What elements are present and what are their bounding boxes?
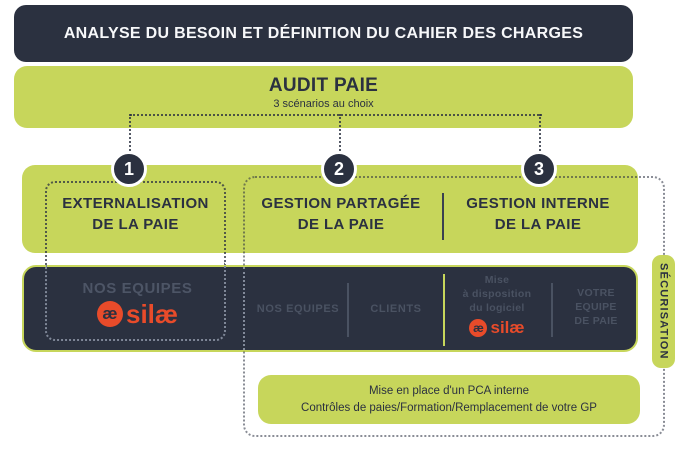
scenario2-col2-label: CLIENTS (370, 303, 422, 315)
scenario1-label-line2: DE LA PAIE (92, 216, 179, 233)
silae-logo-small: æ silæ (445, 319, 549, 337)
scenario3-provision-label: Mise à disposition du logiciel (445, 273, 549, 315)
scenario2-label-line2: DE LA PAIE (297, 216, 385, 233)
silae-ae-monogram-icon-small: æ (469, 319, 488, 337)
scenario3-number-badge: 3 (521, 151, 557, 187)
connector-horizontal-line (130, 114, 542, 116)
scenario1-team-label: NOS EQUIPES (82, 280, 193, 297)
audit-subtitle: 3 scénarios au choix (273, 98, 374, 110)
scenario2-col1-label: NOS EQUIPES (256, 303, 340, 315)
scenario1-number: 1 (123, 158, 134, 179)
provision-line1: Mise (484, 274, 510, 286)
silae-logo-text: silæ (125, 299, 179, 329)
scenario1-label-line1: EXTERNALISATION (62, 195, 209, 212)
scenario2-number-badge: 2 (321, 151, 357, 187)
scenario3-label-line2: DE LA PAIE (494, 216, 582, 233)
connector-drop-1 (129, 114, 131, 154)
footer-box: Mise en place d'un PCA interne Contrôles… (258, 375, 640, 424)
scenario2-number: 2 (333, 158, 344, 179)
header-bar: ANALYSE DU BESOIN ET DÉFINITION DU CAHIE… (14, 5, 633, 62)
audit-title: AUDIT PAIE (268, 75, 379, 96)
scenario1-dotted-frame-bottom (45, 265, 226, 341)
page-title: ANALYSE DU BESOIN ET DÉFINITION DU CAHIE… (63, 25, 584, 42)
footer-line1: Mise en place d'un PCA interne (368, 385, 530, 397)
connector-drop-2 (339, 114, 341, 154)
team-line1: VOTRE (577, 287, 615, 299)
silae-logo-large: æ silæ (47, 301, 228, 327)
scenario2-3-divider (442, 193, 444, 240)
silae-ae-monogram-icon: æ (96, 301, 123, 327)
provision-line2: à disposition (462, 288, 532, 300)
securisation-tab: SÉCURISATION (652, 255, 675, 368)
audit-bar: AUDIT PAIE 3 scénarios au choix (14, 66, 633, 128)
scenario2-3-actors-divider (443, 274, 445, 346)
scenario1-label: EXTERNALISATION DE LA PAIE (45, 193, 226, 235)
scenario3-column-divider (551, 283, 553, 337)
scenario3-label-line1: GESTION INTERNE (466, 195, 610, 212)
footer-line2: Contrôles de paies/Formation/Remplacemen… (301, 402, 597, 414)
connector-drop-3 (539, 114, 541, 154)
actors-box: NOS EQUIPES æ silæ NOS EQUIPES CLIENTS M… (22, 265, 638, 352)
silae-logo-text-small: silæ (490, 318, 525, 337)
scenario2-column-divider (347, 283, 349, 337)
scenario3-team-label: VOTRE EQUIPE DE PAIE (553, 286, 639, 328)
scenario3-label: GESTION INTERNE DE LA PAIE (448, 193, 628, 235)
scenario2-label-line1: GESTION PARTAGÉE (261, 195, 421, 212)
provision-line3: du logiciel (469, 302, 525, 314)
scenario1-number-badge: 1 (111, 151, 147, 187)
scenario23-frame-overlay-left (243, 267, 245, 350)
scenario3-number: 3 (533, 158, 544, 179)
scenario2-label: GESTION PARTAGÉE DE LA PAIE (250, 193, 432, 235)
team-line3: DE PAIE (574, 315, 618, 327)
team-line2: EQUIPE (575, 301, 617, 313)
securisation-label: SÉCURISATION (657, 263, 670, 360)
